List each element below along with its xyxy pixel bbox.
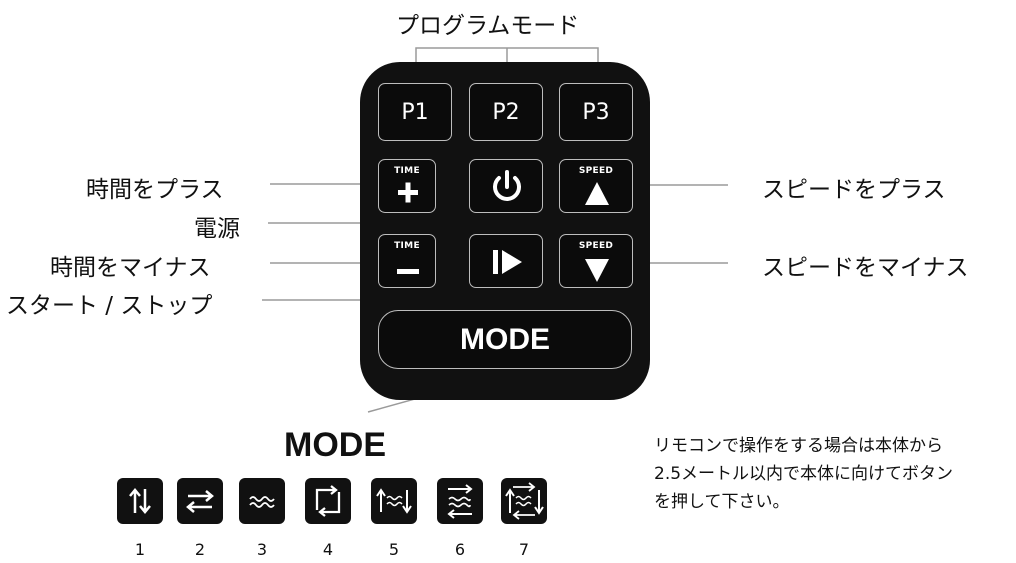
speed-label: SPEED [578, 241, 614, 251]
speed-plus-button[interactable]: SPEED [559, 159, 633, 213]
mode-number: 4 [322, 540, 334, 559]
mode-number: 7 [518, 540, 530, 559]
speed-label: SPEED [578, 166, 614, 176]
speed-minus-button[interactable]: SPEED [559, 234, 633, 288]
time-plus-callout: 時間をプラス [86, 177, 224, 203]
time-label: TIME [394, 166, 420, 176]
usage-note-line: リモコンで操作をする場合は本体から [654, 436, 943, 456]
triangle-up-icon [585, 182, 609, 205]
usage-note-line: 2.5メートル以内で本体に向けてボタン [654, 464, 954, 484]
program-mode-label: プログラムモード [396, 13, 580, 39]
p3-button[interactable]: P3 [559, 83, 633, 141]
mode-number: 6 [454, 540, 466, 559]
time-minus-button[interactable]: TIME [378, 234, 436, 288]
power-callout: 電源 [194, 216, 240, 242]
waves-icon [239, 478, 285, 524]
usage-note-line: を押して下さい。 [654, 492, 790, 512]
up-down-arrows-icon [117, 478, 163, 524]
up-waves-down-icon [371, 478, 417, 524]
time-minus-callout: 時間をマイナス [50, 255, 211, 281]
mode-button[interactable]: MODE [378, 310, 632, 369]
p1-button[interactable]: P1 [378, 83, 452, 141]
start-stop-callout: スタート / ストップ [6, 293, 213, 319]
triangle-down-icon [585, 259, 609, 282]
remote-control: P1 P2 P3 TIME SPEED TIME SPEED [360, 62, 650, 400]
p2-button[interactable]: P2 [469, 83, 543, 141]
time-plus-button[interactable]: TIME [378, 159, 436, 213]
mode-number: 1 [134, 540, 146, 559]
mode-section-title: MODE [284, 426, 386, 464]
mode-number: 2 [194, 540, 206, 559]
combined-mode-icon [501, 478, 547, 524]
power-button[interactable] [469, 159, 543, 213]
minus-icon [397, 269, 419, 274]
start-stop-button[interactable] [469, 234, 543, 288]
power-icon [493, 170, 521, 201]
left-right-arrows-icon [177, 478, 223, 524]
mode-number: 5 [388, 540, 400, 559]
cycle-arrows-icon [305, 478, 351, 524]
mode-number: 3 [256, 540, 268, 559]
speed-minus-callout: スピードをマイナス [762, 255, 969, 281]
time-label: TIME [394, 241, 420, 251]
usage-note: リモコンで操作をする場合は本体から 2.5メートル以内で本体に向けてボタン を押… [654, 432, 953, 516]
plus-icon [398, 182, 418, 203]
arrows-waves-icon [437, 478, 483, 524]
speed-plus-callout: スピードをプラス [762, 177, 946, 203]
play-pause-icon [493, 250, 522, 274]
